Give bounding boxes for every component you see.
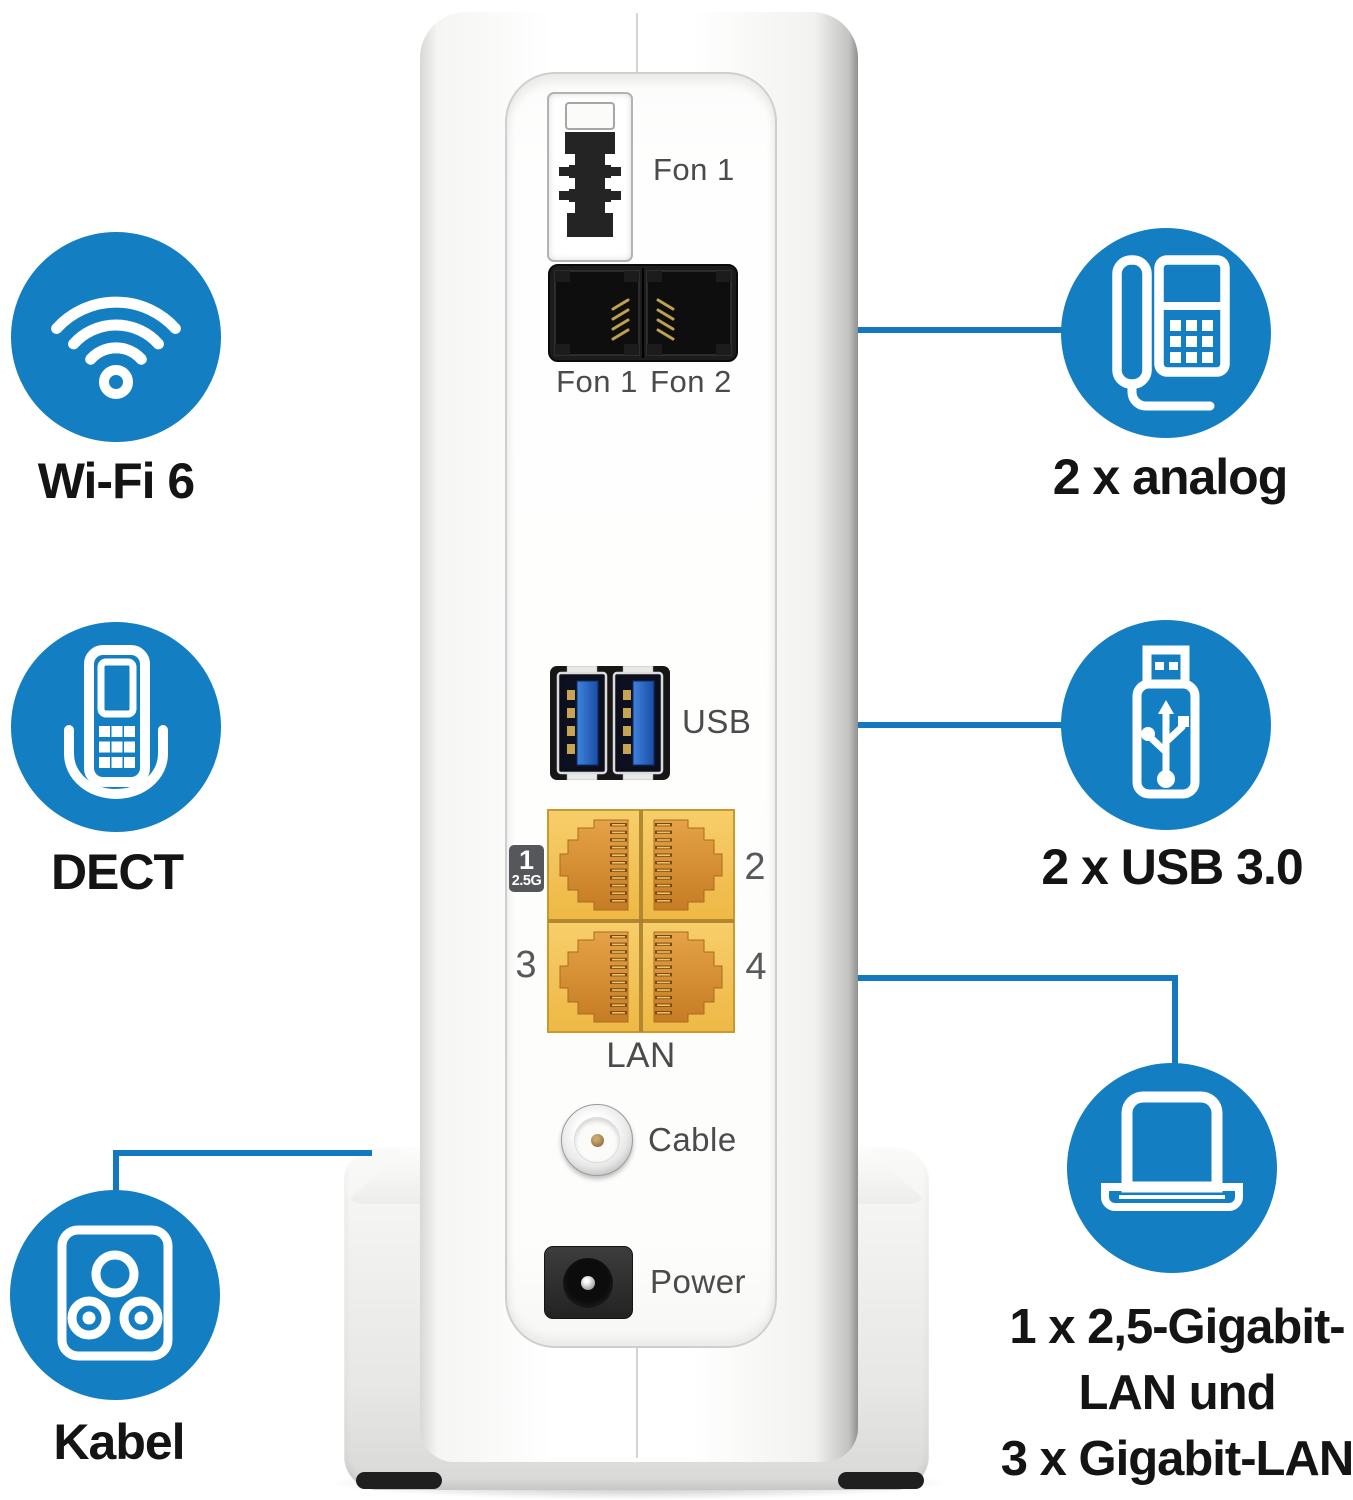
- usb-ports: [550, 666, 670, 780]
- power-center-pin: [581, 1276, 595, 1290]
- cable-port-label: Cable: [648, 1121, 737, 1158]
- kabel-callout-circle: [10, 1190, 220, 1400]
- lan-ports: [547, 809, 735, 1033]
- fon1-port-label: Fon 1: [556, 364, 638, 399]
- housing-seam-bottom: [636, 1346, 638, 1458]
- lan-group-label: LAN: [606, 1036, 676, 1075]
- lan4-number: 4: [745, 946, 767, 988]
- power-port-label: Power: [650, 1263, 747, 1300]
- lan1-speed-badge: 1 2.5G: [509, 845, 544, 892]
- connector-line-lan-vertical: [1172, 975, 1178, 1071]
- lan2-number: 2: [744, 846, 766, 888]
- connector-line-usb: [858, 722, 1063, 728]
- lan1-speed: 2.5G: [511, 873, 542, 889]
- lan-callout-label: 1 x 2,5-Gigabit- LAN und 3 x Gigabit-LAN: [1001, 1294, 1353, 1492]
- usb-callout-circle: [1061, 620, 1271, 830]
- lan-callout-circle: [1067, 1063, 1277, 1273]
- tae-socket: [547, 92, 633, 262]
- stand-foot-left: [356, 1472, 442, 1489]
- lan1-number: 1: [518, 845, 535, 875]
- connector-line-analog: [858, 327, 1063, 333]
- connector-line-lan-horizontal: [858, 975, 1178, 981]
- fon-rj11-ports: [548, 264, 738, 362]
- usb-group-label: USB: [682, 703, 752, 740]
- wifi-callout-label: Wi-Fi 6: [37, 453, 195, 509]
- desk-phone-icon: [1112, 255, 1230, 411]
- analog-callout-circle: [1061, 228, 1271, 438]
- analog-callout-label: 2 x analog: [1052, 449, 1289, 505]
- power-connector: [544, 1246, 633, 1319]
- dect-callout-label: DECT: [50, 844, 184, 900]
- usb-stick-icon: [1132, 645, 1200, 799]
- cable-socket-icon: [57, 1225, 173, 1361]
- coax-center-pin: [591, 1134, 604, 1147]
- tae-connector-silhouette: [559, 132, 621, 237]
- tae-port-label: Fon 1: [653, 152, 735, 187]
- usb-callout-label: 2 x USB 3.0: [1041, 839, 1303, 895]
- lan-callout-line2: LAN und: [1078, 1366, 1276, 1420]
- coax-cable-connector: [561, 1104, 633, 1176]
- fon2-port-label: Fon 2: [650, 364, 732, 399]
- stand-foot-right: [838, 1472, 924, 1489]
- dect-callout-circle: [11, 622, 221, 832]
- laptop-icon: [1101, 1091, 1243, 1211]
- lan-callout-line3: 3 x Gigabit-LAN: [1000, 1432, 1353, 1486]
- lan3-number: 3: [515, 944, 537, 986]
- wifi-icon: [51, 296, 181, 399]
- connector-line-kabel-vertical: [113, 1150, 119, 1194]
- coax-inner-ring: [574, 1117, 620, 1163]
- tae-latch-hole: [565, 102, 615, 130]
- kabel-callout-label: Kabel: [53, 1414, 185, 1470]
- wifi-callout-circle: [11, 232, 221, 442]
- lan-callout-line1: 1 x 2,5-Gigabit-: [1009, 1300, 1345, 1354]
- power-barrel-hole: [563, 1258, 613, 1308]
- connector-line-kabel-horizontal: [113, 1150, 372, 1156]
- dect-handset-icon: [64, 645, 168, 799]
- housing-seam-top: [636, 13, 638, 73]
